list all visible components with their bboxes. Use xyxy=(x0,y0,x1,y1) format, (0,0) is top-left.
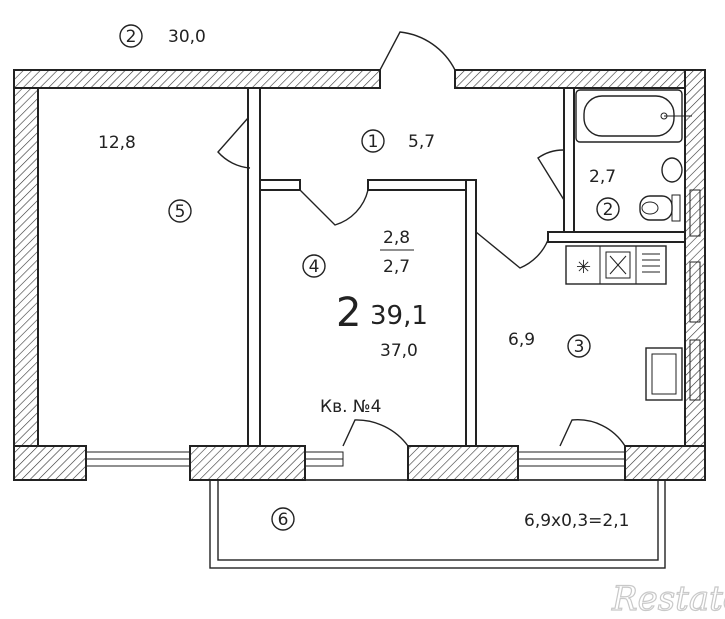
room-6-area: 6,9x0,3=2,1 xyxy=(524,511,629,531)
room-3-marker-number: 3 xyxy=(574,337,585,357)
interior-walls xyxy=(247,87,686,447)
room-2-area: 2,7 xyxy=(589,167,616,187)
room-6-marker-number: 6 xyxy=(278,510,289,530)
room-3-marker xyxy=(567,334,591,358)
room-6-marker xyxy=(271,507,295,531)
exterior-walls xyxy=(13,69,706,481)
room-5-area: 12,8 xyxy=(98,133,136,153)
room-1-marker-number: 1 xyxy=(368,132,379,152)
apartment-living-area: 37,0 xyxy=(380,341,418,361)
doors xyxy=(217,31,626,447)
room-3-area: 6,9 xyxy=(508,330,535,350)
watermark-logo: Restate xyxy=(611,579,725,619)
apartment-number: Кв. №4 xyxy=(320,397,381,417)
room-1-area: 5,7 xyxy=(408,132,435,152)
corridor-area: 30,0 xyxy=(168,27,206,47)
room-2-marker xyxy=(596,197,620,221)
bathroom-fixtures xyxy=(575,89,692,222)
room-4-area-top: 2,8 xyxy=(383,228,410,248)
corridor-marker-number: 2 xyxy=(126,27,137,47)
room-1-marker xyxy=(361,129,385,153)
room-4-marker xyxy=(302,254,326,278)
svg-text:✳: ✳ xyxy=(576,257,591,278)
windows xyxy=(85,189,701,467)
corridor-marker xyxy=(119,24,143,48)
room-5-marker xyxy=(168,199,192,223)
room-4-area-bottom: 2,7 xyxy=(383,257,410,277)
room-2-marker-number: 2 xyxy=(603,200,614,220)
apartment-total-area: 39,1 xyxy=(370,301,428,331)
kitchen-fixtures: ✳ xyxy=(565,245,683,401)
balcony xyxy=(209,479,666,569)
apartment-rooms: 2 xyxy=(336,290,361,336)
room-5-marker-number: 5 xyxy=(175,202,186,222)
room-4-marker-number: 4 xyxy=(309,257,320,277)
